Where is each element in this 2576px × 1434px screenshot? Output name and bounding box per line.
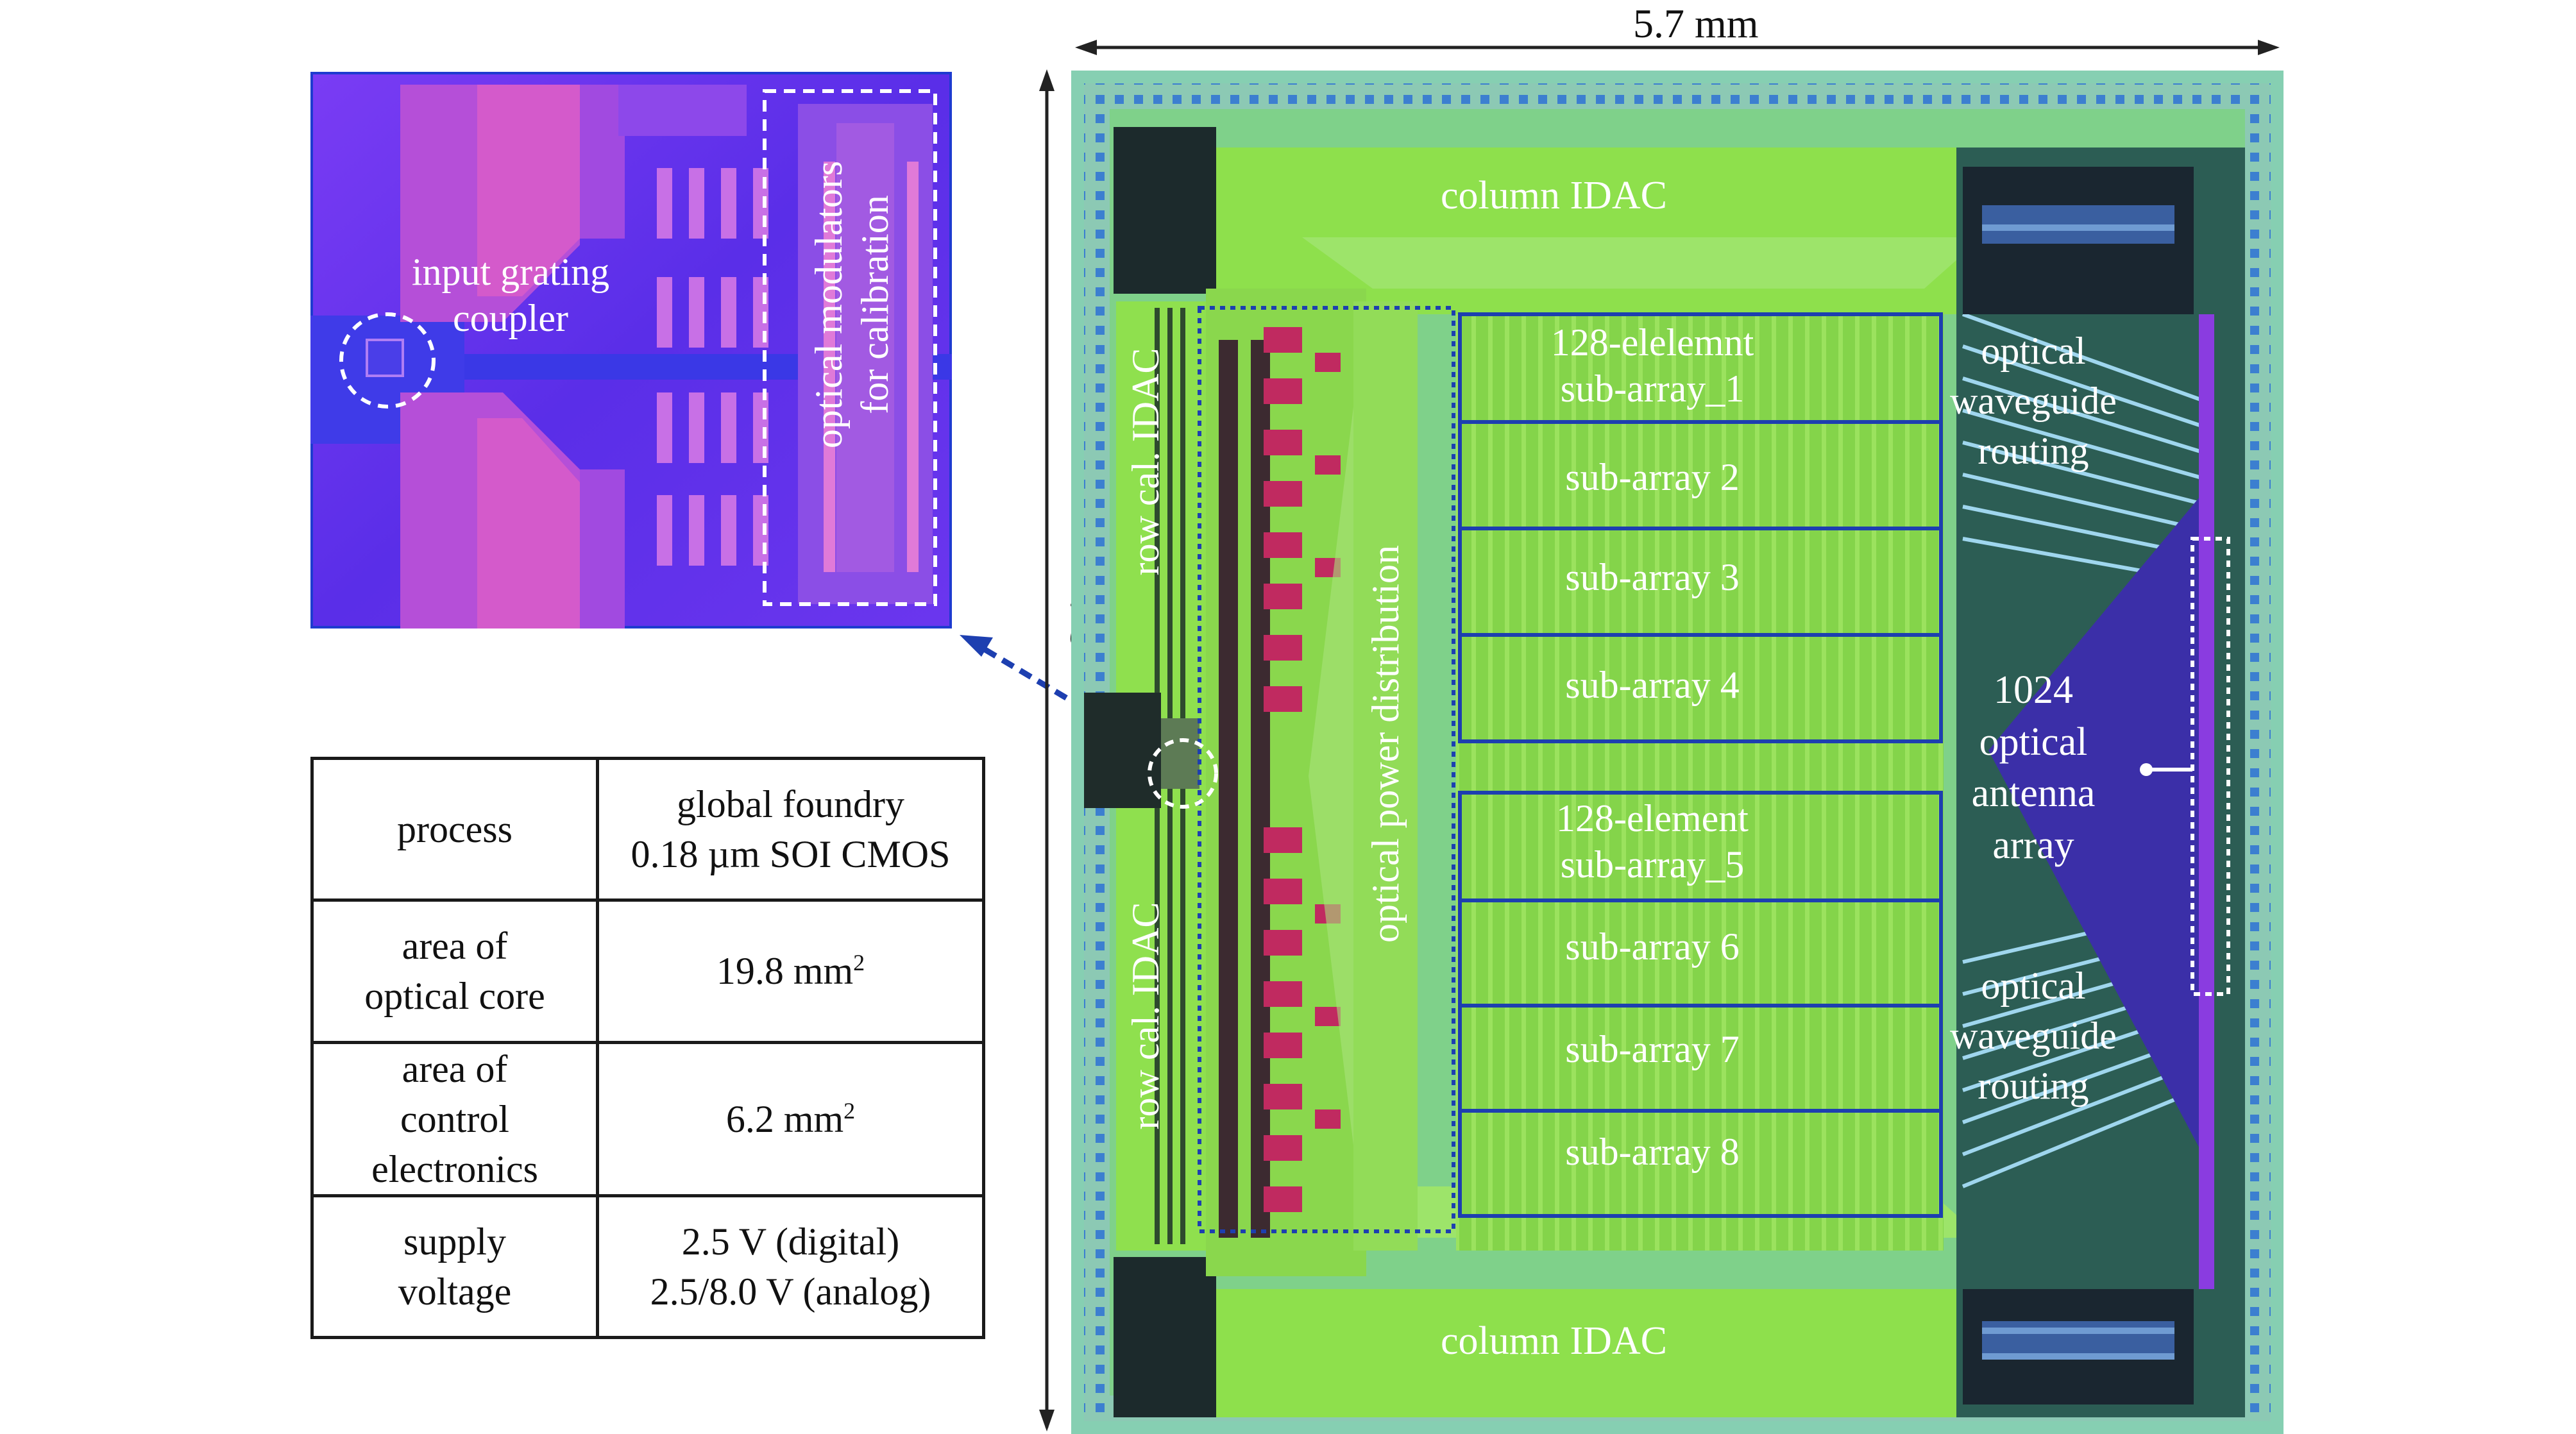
spec-value-superscript: 2 <box>853 950 865 976</box>
chip-micrograph <box>1071 71 2284 1434</box>
sub-array-7-label: sub-array 7 <box>1565 1028 1740 1070</box>
antenna-array-label: 1024 optical antenna array <box>1971 668 2096 867</box>
waveguide-routing-top-label: optical waveguide routing <box>1950 330 2117 472</box>
sub-array-4-label: sub-array 4 <box>1565 664 1740 706</box>
spec-name: supply voltage <box>310 1194 599 1340</box>
sub-array-5-label: 128-element sub-array_5 <box>1556 797 1749 886</box>
waveguide-routing-bottom-label: optical waveguide routing <box>1950 965 2117 1107</box>
spec-value: global foundry 0.18 µm SOI CMOS <box>596 756 985 902</box>
sub-array-6-label: sub-array 6 <box>1565 925 1740 968</box>
sub-array-8-label: sub-array 8 <box>1565 1131 1740 1173</box>
table-row: process global foundry 0.18 µm SOI CMOS <box>310 756 985 902</box>
sub-array-3-label: sub-array 3 <box>1565 556 1740 598</box>
inset-micrograph <box>310 72 952 628</box>
column-idac-top-label: column IDAC <box>1441 174 1668 217</box>
row-cal-idac-bottom-label: row cal. IDAC <box>1124 902 1167 1130</box>
grating-coupler-label: input grating coupler <box>411 251 610 339</box>
spec-table: process global foundry 0.18 µm SOI CMOS … <box>310 756 985 1340</box>
sub-array-1-label: 128-elelemnt sub-array_1 <box>1550 321 1754 410</box>
spec-name: area of control electronics <box>310 1040 599 1197</box>
table-row: area of optical core 19.8 mm2 <box>310 898 985 1044</box>
row-cal-idac-top-label: row cal. IDAC <box>1124 348 1167 576</box>
spec-value-text: 19.8 mm <box>716 950 854 993</box>
sub-array-2-label: sub-array 2 <box>1565 456 1740 498</box>
spec-name: process <box>310 756 599 902</box>
spec-value: 19.8 mm2 <box>596 898 985 1044</box>
spec-value: 6.2 mm2 <box>596 1040 985 1197</box>
spec-value: 2.5 V (digital) 2.5/8.0 V (analog) <box>596 1194 985 1340</box>
column-idac-bottom-label: column IDAC <box>1441 1319 1668 1363</box>
width-dimension-label: 5.7 mm <box>1633 1 1759 46</box>
table-row: supply voltage 2.5 V (digital) 2.5/8.0 V… <box>310 1194 985 1340</box>
optical-power-distribution-label: optical power distribution <box>1364 545 1407 943</box>
table-row: area of control electronics 6.2 mm2 <box>310 1040 985 1197</box>
spec-value-text: 6.2 mm <box>725 1097 844 1140</box>
spec-name: area of optical core <box>310 898 599 1044</box>
spec-value-superscript: 2 <box>843 1097 856 1124</box>
